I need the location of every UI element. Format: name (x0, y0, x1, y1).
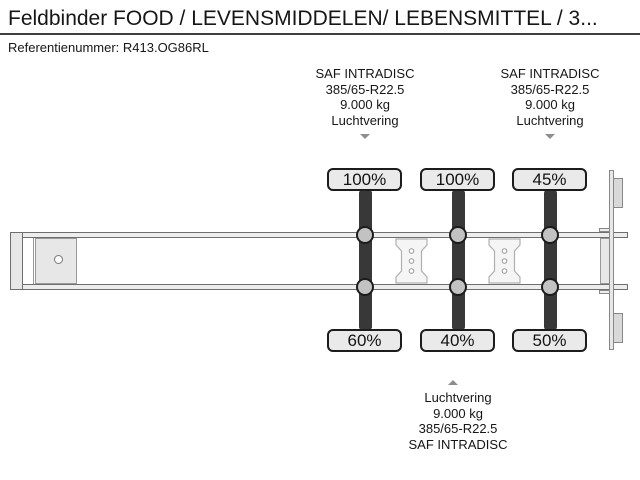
crossmember-plate (395, 238, 428, 284)
axle3-top-tread-label: 45% (512, 168, 587, 191)
annotation-line: 385/65-R22.5 (325, 81, 405, 97)
reference-number: Referentienummer: R413.OG86RL (8, 40, 209, 55)
axle2-bottom-tread-label: 40% (420, 329, 495, 352)
axle2-top-tread-label: 100% (420, 168, 495, 191)
annotation-line: SAF INTRADISC (500, 66, 600, 81)
axle1-tire (359, 190, 372, 330)
annotation-line: Luchtvering (516, 112, 584, 128)
taillight-left (613, 178, 623, 208)
annotation-line: SAF INTRADISC (408, 436, 508, 452)
axle3-bottom-tread-label: 50% (512, 329, 587, 352)
axle3-hub-right (541, 278, 559, 296)
arrow-up-icon (448, 380, 458, 385)
axle1-top-tread-label: 100% (327, 168, 402, 191)
axle2-hub-right (449, 278, 467, 296)
annotation-line: Luchtvering (424, 390, 492, 405)
axle3-tire (544, 190, 557, 330)
axle1-hub-left (356, 226, 374, 244)
axle2-hub-left (449, 226, 467, 244)
annotation-line: 9.000 kg (525, 97, 575, 112)
kingpin-plate-edge (33, 238, 34, 284)
chassis-rail-right (10, 284, 628, 290)
axle2-spec-annotation: Luchtvering 9.000 kg 385/65-R22.5 SAF IN… (373, 380, 543, 452)
title-divider (0, 33, 640, 35)
crossmember-plate (488, 238, 521, 284)
annotation-line: 385/65-R22.5 (418, 421, 498, 436)
axle1-bottom-tread-label: 60% (327, 329, 402, 352)
arrow-down-icon (545, 134, 555, 139)
annotation-line: 385/65-R22.5 (510, 81, 590, 97)
axle3-spec-annotation: SAF INTRADISC 385/65-R22.5 9.000 kg Luch… (465, 66, 635, 139)
annotation-line: SAF INTRADISC (315, 66, 415, 81)
front-end-crossmember (10, 232, 23, 290)
taillight-right (613, 313, 623, 343)
kingpin-plate (35, 238, 77, 284)
annotation-line: Luchtvering (331, 112, 399, 128)
page-title: Feldbinder FOOD / LEVENSMIDDELEN/ LEBENS… (8, 7, 598, 30)
chassis-rail-left (10, 232, 628, 238)
axle2-tire (452, 190, 465, 330)
annotation-line: 9.000 kg (340, 97, 390, 112)
rear-bumper-bar (609, 170, 614, 350)
axle1-hub-right (356, 278, 374, 296)
kingpin (54, 255, 63, 264)
annotation-line: 9.000 kg (433, 405, 483, 421)
axle3-hub-left (541, 226, 559, 244)
axle1-spec-annotation: SAF INTRADISC 385/65-R22.5 9.000 kg Luch… (280, 66, 450, 139)
arrow-down-icon (360, 134, 370, 139)
